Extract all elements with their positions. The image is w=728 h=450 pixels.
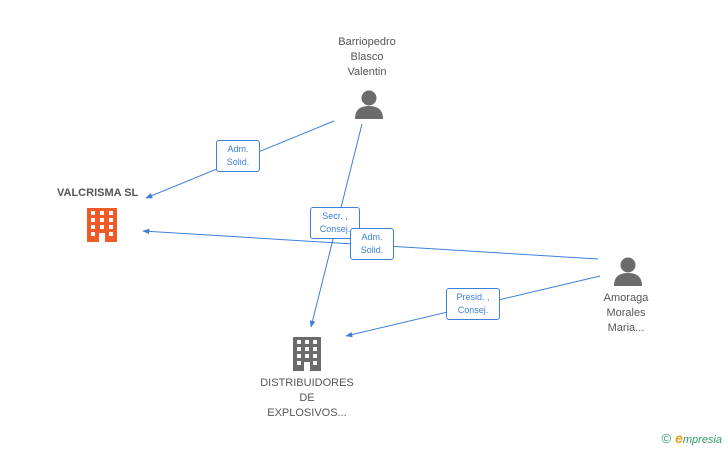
role-line: Solid. [226, 157, 250, 167]
role-line: Solid. [360, 245, 384, 255]
company-label-distribuidores[interactable]: DISTRIBUIDORES DE EXPLOSIVOS... [247, 376, 367, 421]
brand-e: e [675, 430, 683, 446]
building-icon[interactable] [293, 337, 321, 371]
role-line: Adm. [361, 232, 383, 242]
person-label-barriopedro[interactable]: Barriopedro Blasco Valentin [317, 35, 417, 80]
brand-name: mpresia [682, 434, 722, 446]
role-line: Consej. [319, 224, 351, 234]
label-line: Amoraga [603, 292, 649, 304]
person-icon[interactable] [355, 90, 383, 120]
label-line: Morales [606, 307, 646, 319]
label-line: EXPLOSIVOS... [267, 407, 347, 419]
role-line: Presid. , [456, 292, 490, 302]
building-icon[interactable] [87, 208, 117, 242]
company-name[interactable]: VALCRISMA SL [57, 187, 139, 199]
brand-logo: ©empresia [661, 430, 722, 446]
role-tag-adm-solid: Adm. Solid. [350, 228, 394, 260]
role-line: Secr. , [322, 211, 348, 221]
label-line: DISTRIBUIDORES [260, 377, 354, 389]
role-tag-presid-consej: Presid. , Consej. [446, 288, 500, 320]
company-label-valcrisma[interactable]: VALCRISMA SL [57, 186, 138, 201]
person-icon[interactable] [614, 257, 642, 287]
person-label-amoraga[interactable]: Amoraga Morales Maria... [584, 291, 668, 336]
role-tag-adm-solid: Adm. Solid. [216, 140, 260, 172]
role-line: Consej. [457, 305, 489, 315]
copyright-icon: © [661, 431, 672, 446]
label-line: Blasco [350, 51, 384, 63]
label-line: Maria... [607, 322, 645, 334]
label-line: Valentin [347, 66, 387, 78]
label-line: Barriopedro [338, 36, 396, 48]
role-line: Adm. [227, 144, 249, 154]
label-line: DE [299, 392, 315, 404]
